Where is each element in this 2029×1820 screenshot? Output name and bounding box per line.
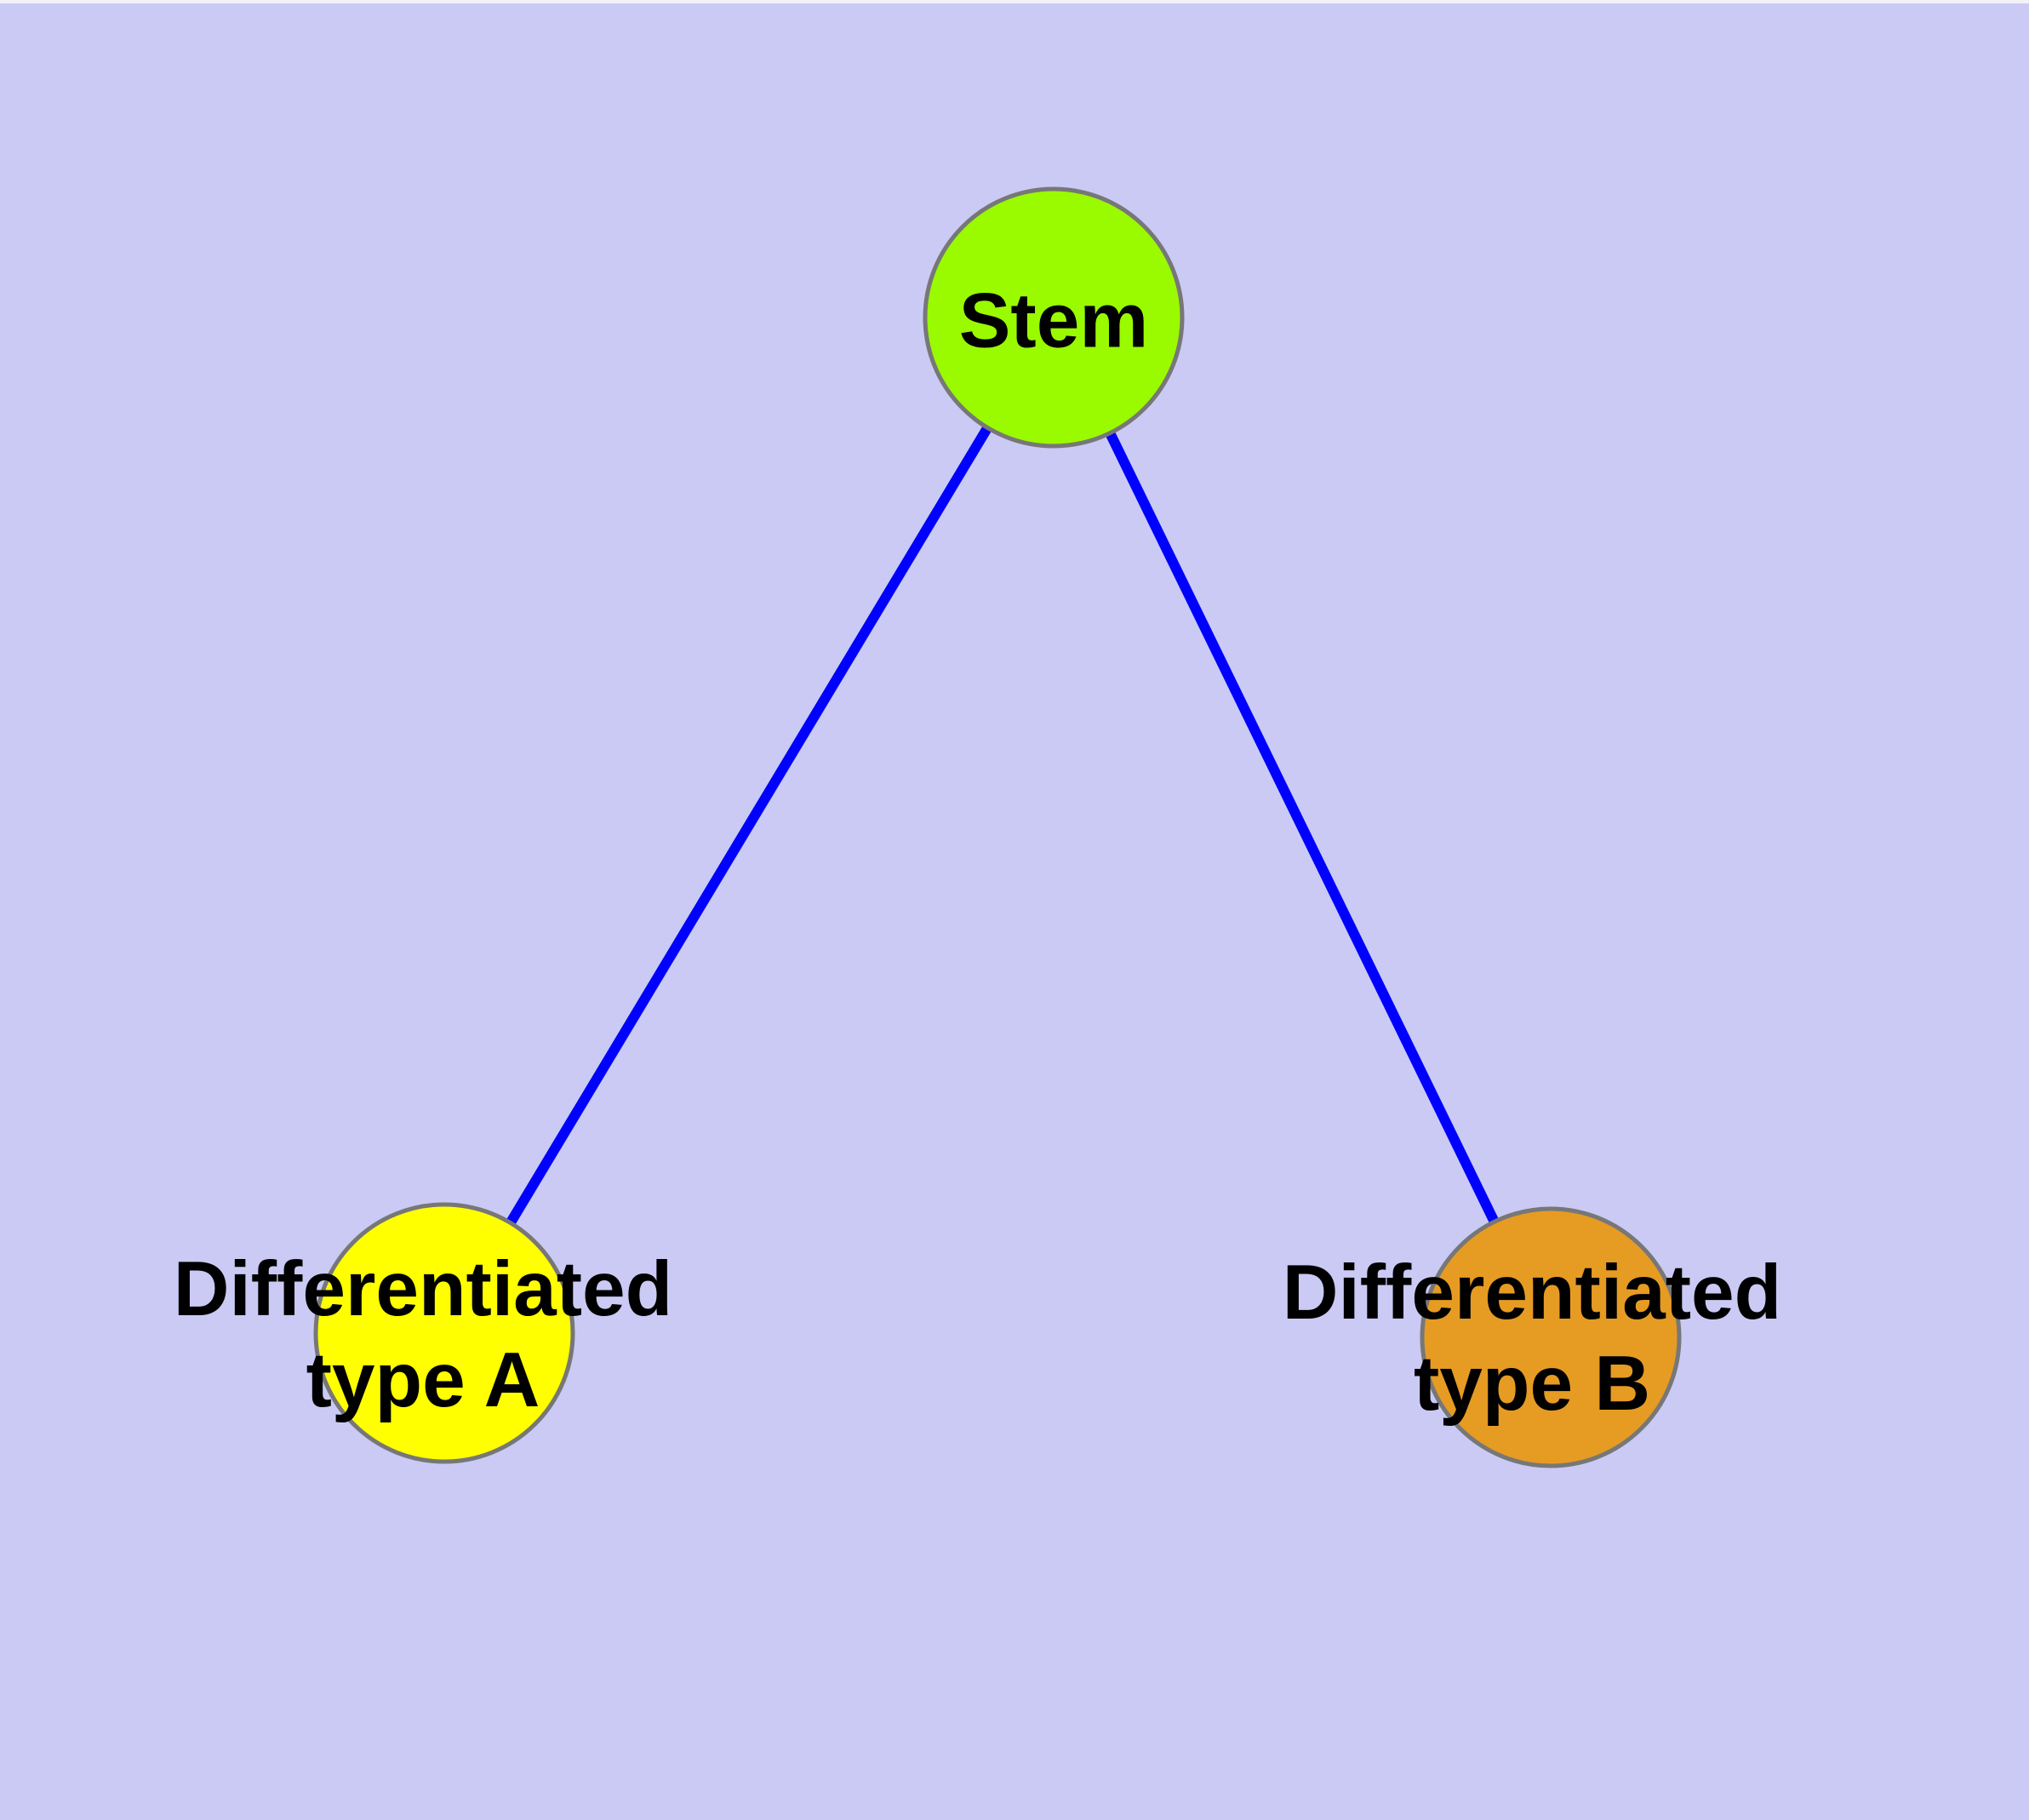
edge-line-stem-to-differentiated-type-b (1049, 315, 1556, 1340)
edge-line-stem-to-differentiated-type-a (439, 314, 1059, 1336)
node-label-line: Differentiated (1282, 1250, 1782, 1336)
node-circle-differentiated-type-b (1420, 1206, 1682, 1468)
node-label-line: Stem (958, 278, 1149, 364)
node-circle-stem (923, 186, 1185, 449)
node-label-line: type B (1413, 1341, 1651, 1427)
node-label-line: Differentiated (173, 1246, 673, 1332)
node-label-stem: Stem (959, 276, 1149, 367)
node-label-line: type A (306, 1337, 540, 1423)
top-edge-strip (0, 0, 2029, 3)
node-circle-differentiated-type-a (313, 1202, 575, 1464)
